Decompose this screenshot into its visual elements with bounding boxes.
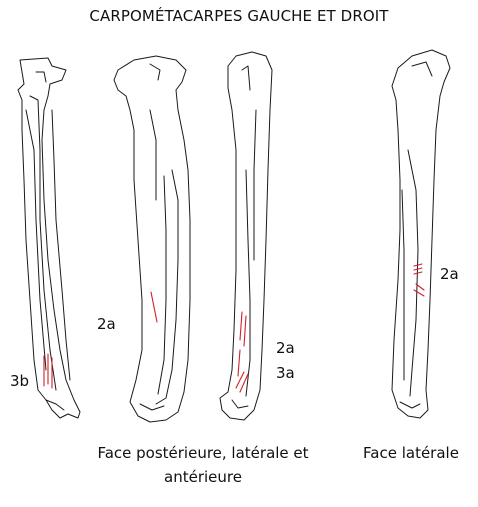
bone-posterior-view <box>18 58 80 418</box>
label-2a-lateral: 2a <box>440 265 459 283</box>
bone-lateral-view-a <box>114 56 190 422</box>
label-2a-mid: 2a <box>97 315 116 333</box>
marks-2a-lateral <box>414 264 424 296</box>
caption-left-line2: antérieure <box>72 465 334 489</box>
label-3b: 3b <box>10 372 29 390</box>
bone-anterior-view <box>220 52 272 420</box>
label-2a-right: 2a <box>276 339 295 357</box>
marks-2a-3a <box>236 312 248 392</box>
caption-left-line1: Face postérieure, latérale et <box>72 441 334 465</box>
mark-2a-mid <box>151 292 157 322</box>
bone-lateral-view-b <box>392 50 450 418</box>
caption-right: Face latérale <box>345 441 477 465</box>
caption-left: Face postérieure, latérale et antérieure <box>72 441 334 489</box>
label-3a: 3a <box>276 364 295 382</box>
